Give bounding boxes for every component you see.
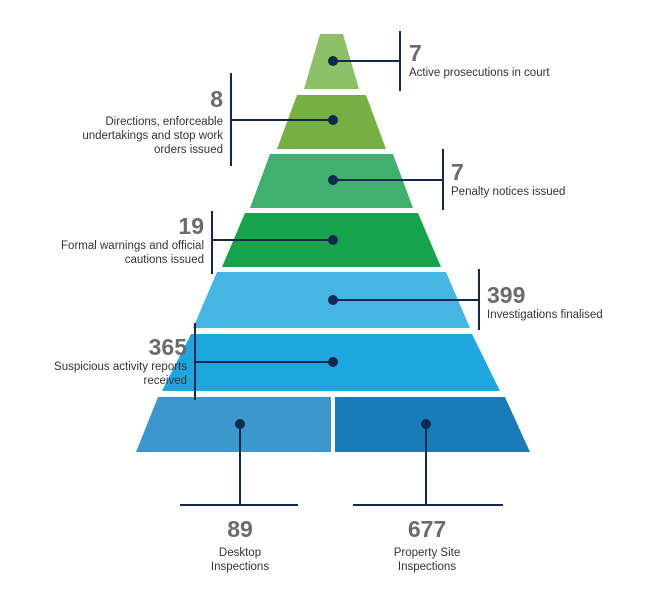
tier-6-marker — [328, 357, 338, 367]
base-left-value: 89 — [227, 516, 253, 542]
tier-5-label-group: 399 Investigations finalised — [487, 282, 647, 322]
tier-4-value: 19 — [178, 213, 204, 239]
tier-4-label: Formal warnings and official cautions is… — [61, 240, 204, 266]
connectors — [180, 31, 503, 506]
tier-2-marker — [328, 115, 338, 125]
tier-3-label: Penalty notices issued — [451, 186, 566, 198]
tier-1-value: 7 — [409, 40, 422, 66]
tier-6-label: Suspicious activity reports received — [54, 361, 187, 387]
tier-6-label-group: 365 Suspicious activity reports received — [30, 334, 187, 388]
markers — [235, 56, 431, 429]
tier-2-label: Directions, enforceable undertakings and… — [82, 116, 223, 156]
tier-4-label-group: 19 Formal warnings and official cautions… — [40, 213, 204, 267]
base-left-label: Desktop Inspections — [210, 547, 270, 573]
tier-6-value: 365 — [148, 334, 187, 360]
tier-3-label-group: 7 Penalty notices issued — [451, 159, 631, 199]
tier-4-marker — [328, 235, 338, 245]
tier-3-marker — [328, 175, 338, 185]
base-right-label: Property Site Inspections — [393, 547, 461, 573]
base-right-band — [335, 397, 530, 452]
base-left-marker — [235, 419, 245, 429]
tier-5-value: 399 — [487, 282, 526, 308]
base-right-label-group: 677 Property Site Inspections — [372, 516, 482, 574]
base-right-value: 677 — [407, 516, 447, 542]
tier-1-label: Active prosecutions in court — [409, 67, 550, 79]
tier-2-label-group: 8 Directions, enforceable undertakings a… — [60, 86, 223, 157]
tier-5-label: Investigations finalised — [487, 309, 603, 321]
tier-1-label-group: 7 Active prosecutions in court — [409, 40, 609, 80]
tier-1-marker — [328, 56, 338, 66]
tier-3-value: 7 — [451, 159, 464, 185]
tier-5-marker — [328, 295, 338, 305]
base-left-band — [136, 397, 331, 452]
tier-2-value: 8 — [210, 86, 223, 112]
base-left-label-group: 89 Desktop Inspections — [190, 516, 290, 574]
base-right-marker — [421, 419, 431, 429]
